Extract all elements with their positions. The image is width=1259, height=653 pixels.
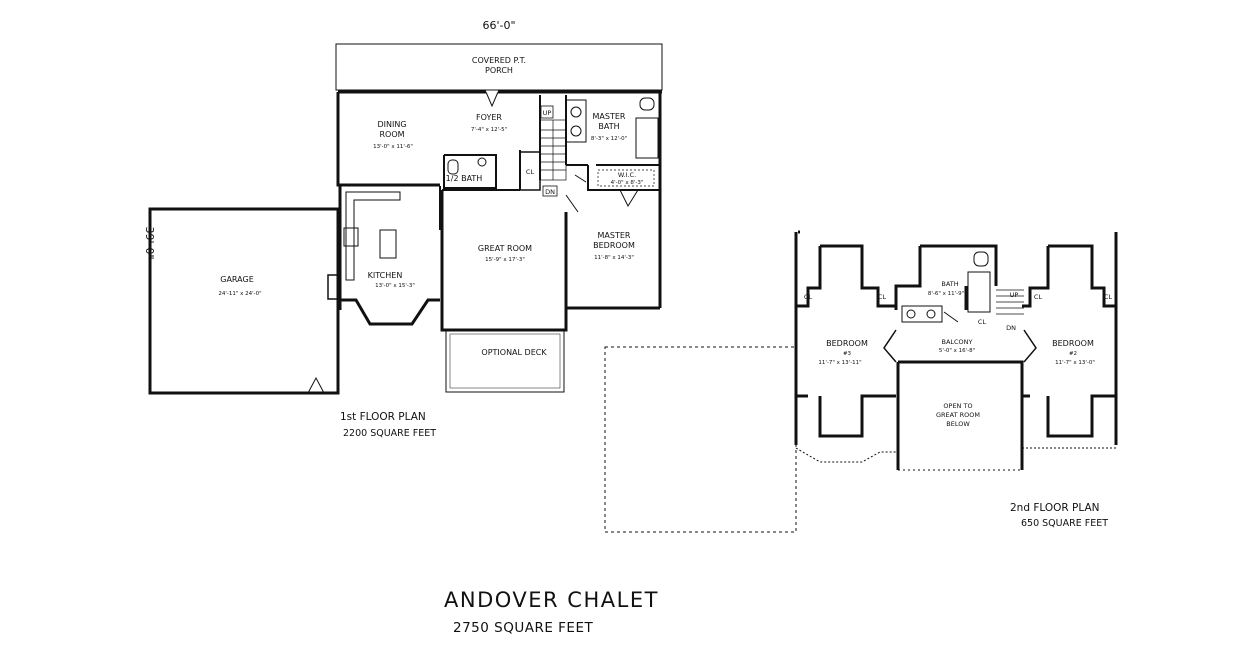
stair-label-box: [542, 185, 558, 197]
master-bedroom-size: 11'-8" x 14'-3": [594, 255, 634, 261]
first-floor-caption: 1st FLOOR PLAN: [340, 411, 426, 423]
great-room-label: GREAT ROOM: [478, 244, 532, 253]
master-bath-size: 8'-3" x 12'-0": [591, 136, 627, 142]
kitchen-label: KITCHEN: [368, 271, 403, 280]
porch-label-line2: PORCH: [485, 66, 513, 75]
bath-walls: [894, 244, 998, 310]
stair-dn-label-2: DN: [1006, 324, 1016, 332]
bedroom3-walls: [794, 230, 896, 445]
stair-label-box: [540, 105, 554, 119]
dining-size: 13'-0" x 11'-6": [373, 144, 413, 150]
stairs-first-floor: [539, 119, 567, 181]
kitchen-size: 13'-0" x 15'-3": [375, 283, 415, 289]
dining-label-line1: DINING: [377, 120, 406, 129]
second-floor-caption: 2nd FLOOR PLAN: [1010, 502, 1099, 514]
balcony-label: BALCONY: [941, 338, 972, 346]
balcony-rail: [883, 329, 1037, 363]
stair-dn-label: DN: [545, 188, 555, 196]
stair-up-label: UP: [543, 109, 552, 117]
bedroom3-num: #3: [843, 351, 852, 357]
bedroom3-bay: [795, 447, 896, 463]
bath-size-2: 8'-6" x 11'-9": [928, 291, 964, 297]
bedroom3-label: BEDROOM: [826, 339, 868, 348]
bath-label-2: BATH: [941, 280, 958, 288]
open-to-label-line2: GREAT ROOM: [936, 411, 980, 419]
garage-size: 24'-11" x 24'-0": [218, 291, 261, 297]
stairs-second-floor: [996, 289, 1024, 315]
bathtub: [635, 117, 659, 159]
half-bath-label: 1/2 BATH: [446, 174, 483, 183]
closet-label-br3-left: CL: [804, 293, 813, 301]
closet: [519, 151, 541, 191]
range: [343, 227, 359, 247]
kitchen-walls: [338, 183, 440, 326]
bedroom2-label: BEDROOM: [1052, 339, 1094, 348]
sink-icon: [570, 106, 582, 118]
garage-label: GARAGE: [220, 275, 254, 284]
deck-label: OPTIONAL DECK: [481, 348, 547, 357]
stair-up-label-2: UP: [1010, 291, 1019, 299]
door-swing: [943, 311, 959, 323]
foyer-label: FOYER: [476, 113, 502, 122]
deck-inner: [449, 333, 561, 389]
bathtub: [967, 271, 991, 313]
great-room-size: 15'-9" x 17'-3": [485, 257, 525, 263]
garage-door-swing: [307, 376, 325, 394]
closet-label-bath: CL: [978, 318, 987, 326]
kitchen-counter: [345, 191, 401, 281]
bedroom2-walls: [1022, 232, 1118, 445]
total-area: 2750 SQUARE FEET: [453, 620, 593, 636]
toilet: [973, 251, 989, 267]
door-swing: [619, 189, 639, 208]
appliance: [327, 274, 341, 300]
deck-outline: [445, 329, 565, 393]
sink-icon: [906, 309, 916, 319]
open-to-label-line3: BELOW: [946, 420, 970, 428]
bedroom2-num: #2: [1069, 351, 1077, 357]
vanity: [901, 305, 943, 323]
closet-label-br3-right: CL: [878, 293, 887, 301]
closet-label-br2-left: CL: [1034, 293, 1043, 301]
closet-label: CL: [526, 168, 535, 176]
toilet: [447, 159, 459, 175]
closet-rod: [597, 169, 655, 187]
first-floor-area: 2200 SQUARE FEET: [343, 428, 436, 439]
sink-icon: [926, 309, 936, 319]
bedroom2-size: 11'-7" x 13'-0": [1055, 360, 1095, 366]
master-bedroom-label-line1: MASTER: [598, 231, 631, 240]
first-floor-plan: [148, 43, 663, 395]
master-bath-label-line1: MASTER: [593, 112, 626, 121]
depth-dimension: 39'-0": [143, 226, 156, 259]
sink-icon: [477, 157, 487, 167]
door-swing: [565, 194, 579, 213]
closet-label-br2-right: CL: [1104, 293, 1113, 301]
second-floor-area: 650 SQUARE FEET: [1021, 518, 1108, 529]
door-swing: [485, 91, 499, 108]
porch-outline: [335, 43, 663, 91]
toilet: [639, 97, 655, 111]
sink-icon: [570, 125, 582, 137]
vanity: [565, 99, 587, 143]
porch-label-line1: COVERED P.T.: [472, 56, 526, 65]
dining-label-line2: ROOM: [379, 130, 404, 139]
foyer-size: 7'-4" x 12'-5": [471, 127, 507, 133]
master-bath-label-line2: BATH: [598, 122, 619, 131]
open-to-label-line1: OPEN TO: [943, 402, 972, 410]
wic-label: W.I.C.: [618, 171, 636, 179]
width-dimension: 66'-0": [482, 19, 515, 32]
kitchen-island: [379, 229, 397, 259]
first-floor-outline-dashed: [604, 346, 797, 533]
master-bedroom-label-line2: BEDROOM: [593, 241, 635, 250]
garage-outline: [148, 207, 340, 395]
wic-size: 4'-0" x 8'-3": [611, 180, 644, 186]
second-floor-plan: [604, 230, 1118, 533]
balcony-size: 5'-0" x 16'-8": [939, 348, 975, 354]
plan-title: ANDOVER CHALET: [444, 588, 659, 612]
bedroom3-size: 11'-7" x 13'-11": [818, 360, 861, 366]
open-to-below-walls: [896, 360, 1024, 470]
door-swing: [574, 174, 587, 183]
